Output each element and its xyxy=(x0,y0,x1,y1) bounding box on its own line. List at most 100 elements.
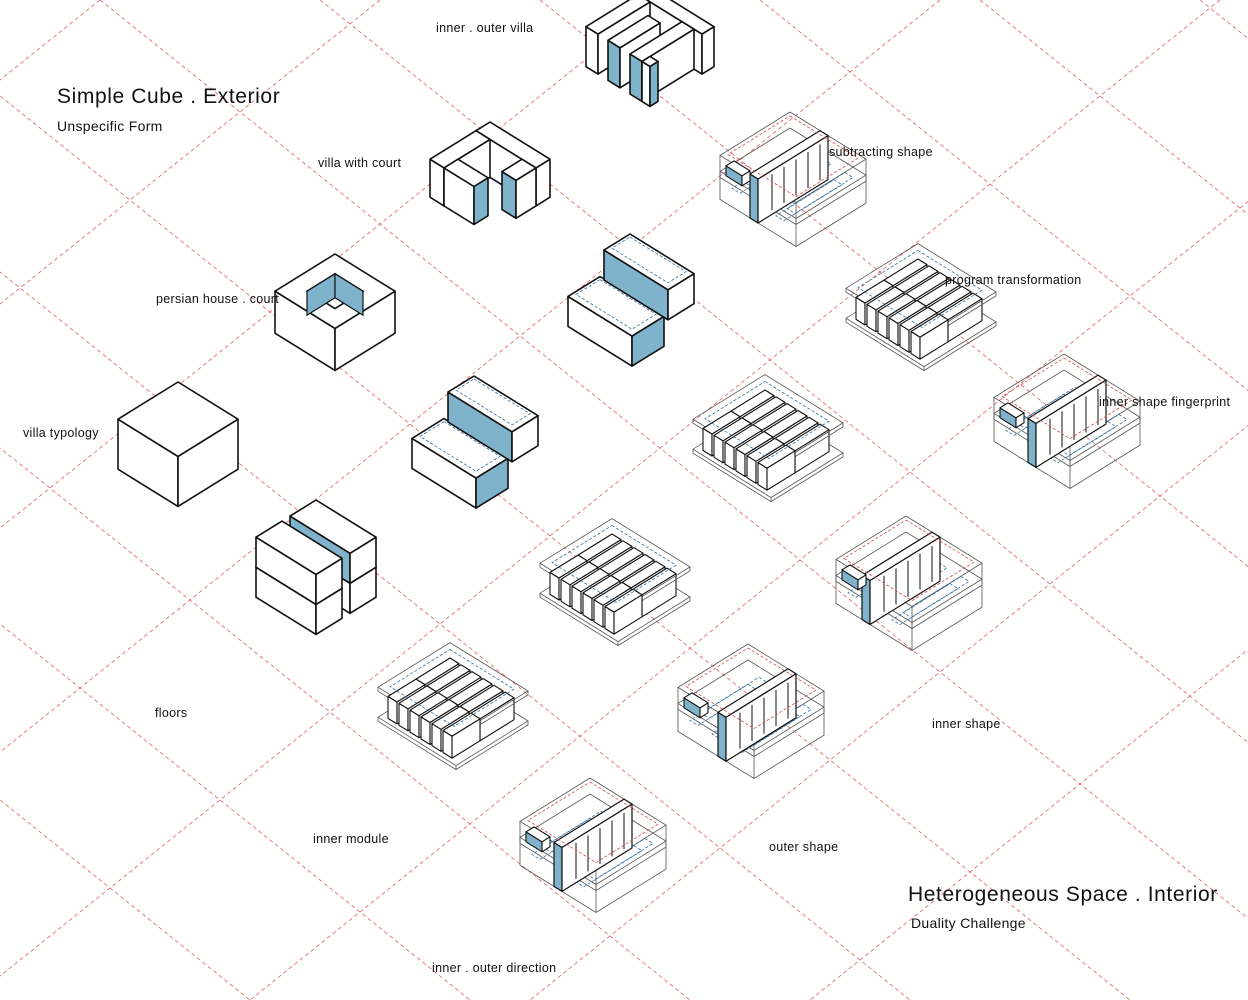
box-face-top xyxy=(749,130,829,180)
guide-line xyxy=(539,0,1248,567)
label-inner-outer-direction: inner . outer direction xyxy=(432,961,557,975)
model-floors xyxy=(255,499,377,636)
dashed-outline xyxy=(744,704,812,746)
label-inner-shape-fingerprint: inner shape fingerprint xyxy=(1099,395,1231,409)
outline-top xyxy=(519,793,667,885)
model-subtracting-shape xyxy=(719,111,867,247)
box-face-top xyxy=(717,668,797,718)
label-persian-house-court: persian house . court xyxy=(156,292,280,306)
guide-line xyxy=(99,0,1248,919)
box-face-top xyxy=(420,698,459,724)
box-face-top xyxy=(877,293,916,318)
guide-line xyxy=(0,623,471,1000)
dashed-outline xyxy=(704,381,830,459)
box-face-top xyxy=(289,499,377,555)
box-face-left xyxy=(641,60,651,108)
model-outer-shape xyxy=(677,643,825,779)
box-face-top xyxy=(725,160,751,177)
model-vault-cluster-a xyxy=(539,518,691,647)
guide-line xyxy=(0,0,381,305)
outline-top xyxy=(677,659,825,751)
box-face-top xyxy=(999,402,1025,419)
dashed-outline xyxy=(843,519,975,602)
box-face-top xyxy=(746,437,785,462)
guide-line xyxy=(249,201,1248,1000)
dashed-outline xyxy=(455,378,531,426)
dashed-outline xyxy=(685,647,817,730)
box-face-top xyxy=(582,574,621,600)
guide-line xyxy=(809,649,1248,1000)
dashed-outline xyxy=(902,576,970,618)
model-villa-with-court xyxy=(429,121,551,226)
box-face-top xyxy=(888,299,927,325)
guide-line xyxy=(0,95,1131,1000)
label-subtracting-shape: subtracting shape xyxy=(829,145,933,159)
box-face-top xyxy=(560,561,599,586)
label-outer-shape: outer shape xyxy=(769,840,839,854)
box-face-top xyxy=(683,692,709,709)
guide-line xyxy=(529,425,1248,1000)
label-villa-with-court: villa with court xyxy=(318,156,402,170)
dashed-outline xyxy=(775,179,843,222)
guide-line xyxy=(0,0,1221,977)
massing-models xyxy=(117,0,1141,913)
dashed-outline xyxy=(527,781,659,864)
box-face-top xyxy=(910,313,949,338)
dashed-outline xyxy=(389,649,515,727)
box-face-left xyxy=(553,841,563,893)
box-face-top xyxy=(585,0,651,35)
box-face-top xyxy=(724,424,763,449)
interior-subtitle: Duality Challenge xyxy=(911,915,1026,931)
guide-line xyxy=(0,271,911,1000)
box-face-top xyxy=(1027,374,1107,424)
box-face-top xyxy=(525,826,551,843)
label-program-transformation: program transformation xyxy=(945,273,1082,287)
dashed-outline xyxy=(786,172,854,214)
model-inner-shape-fingerprint xyxy=(993,353,1141,489)
model-inner-shape xyxy=(835,515,983,651)
model-program-transformation xyxy=(845,243,997,372)
outline-top xyxy=(993,369,1141,461)
dashed-outline xyxy=(700,676,768,719)
guide-line xyxy=(0,447,691,1000)
dashed-outline xyxy=(575,845,643,888)
box-face-top xyxy=(447,375,539,433)
exterior-title: Simple Cube . Exterior xyxy=(57,85,281,108)
box-face-top xyxy=(431,705,470,730)
dashed-outline xyxy=(689,684,757,726)
label-inner-module: inner module xyxy=(313,832,389,846)
box-face-top xyxy=(442,712,481,737)
box-face-top xyxy=(645,0,715,35)
outline-sides xyxy=(692,449,844,503)
label-floors: floors xyxy=(155,706,188,720)
box-face-top xyxy=(117,381,239,458)
guide-line xyxy=(1199,0,1248,39)
box-face-top xyxy=(603,233,695,291)
dashed-outline xyxy=(727,115,859,198)
box-face-left xyxy=(1027,417,1037,468)
label-villa-typology: villa typology xyxy=(23,426,99,440)
box-face-top xyxy=(702,410,741,435)
box-face-top xyxy=(713,417,752,442)
label-inner-shape: inner shape xyxy=(932,717,1001,731)
guide-line xyxy=(0,799,251,1000)
box-face-top xyxy=(604,588,643,613)
box-face-left xyxy=(749,173,759,224)
guide-line xyxy=(979,0,1248,215)
court-wall-right xyxy=(334,272,364,317)
model-split-court-a xyxy=(411,375,539,509)
dashed-outline xyxy=(1049,421,1117,464)
box-face-top xyxy=(866,286,905,311)
box-face-top xyxy=(757,444,796,469)
box-face-top xyxy=(641,55,659,68)
dashed-outline xyxy=(611,236,687,284)
box-face-top xyxy=(553,798,633,849)
box-face-top xyxy=(387,678,426,703)
box-face-top xyxy=(255,520,343,576)
box-face-top xyxy=(571,568,610,593)
box-face-top xyxy=(855,279,894,304)
dashed-outline xyxy=(891,583,959,626)
box-face-left xyxy=(717,711,727,762)
box-face-top xyxy=(593,581,632,606)
